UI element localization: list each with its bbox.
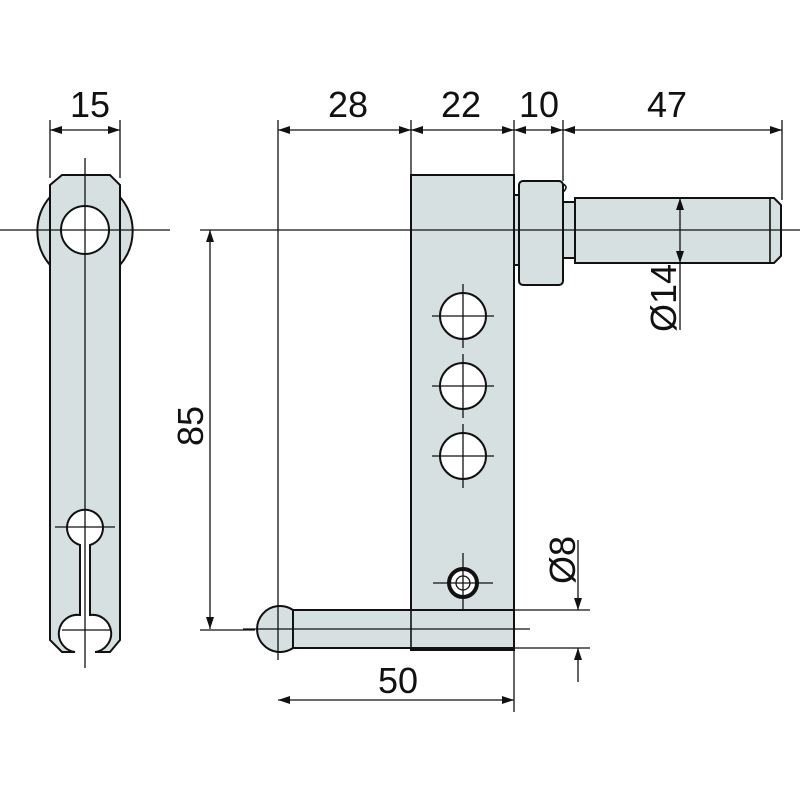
dim-47: 47: [647, 84, 687, 125]
dim-diameter-8: Ø8: [542, 536, 583, 584]
dim-diameter-14: Ø14: [643, 264, 684, 332]
dim-22: 22: [441, 84, 481, 125]
dim-15: 15: [70, 84, 110, 125]
dim-10: 10: [519, 84, 559, 125]
collar: [518, 180, 564, 286]
mounting-holes: [432, 284, 494, 613]
front-view: 28 22 10 47 85 Ø14 Ø8 50: [170, 84, 800, 712]
dim-28: 28: [328, 84, 368, 125]
dim-85: 85: [170, 406, 211, 446]
dim-50: 50: [378, 660, 418, 701]
side-view: 15: [0, 84, 170, 668]
